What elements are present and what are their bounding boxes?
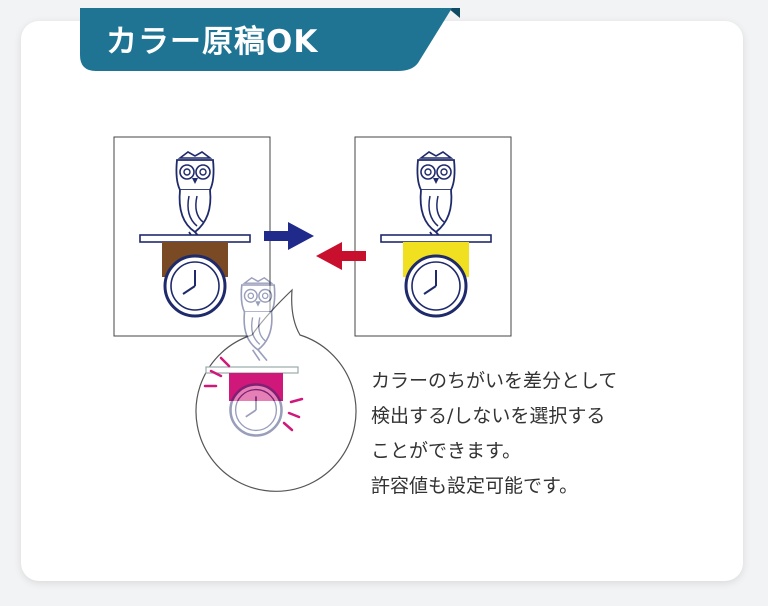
description-line: 許容値も設定可能です。: [371, 475, 579, 497]
description-text: カラーのちがいを差分として 検出する/しないを選択する ことができます。 許容値…: [371, 364, 617, 504]
right-image-frame: [354, 136, 512, 337]
arrow-right-icon: [264, 222, 314, 250]
page-title: カラー原稿OK: [106, 24, 319, 60]
title-tab: [80, 8, 460, 71]
description-line: 検出する/しないを選択する: [371, 405, 606, 427]
arrow-left-icon: [316, 242, 366, 270]
zoom-bubble: [195, 276, 357, 492]
description-line: カラーのちがいを差分として: [371, 370, 618, 392]
description-line: ことができます。: [371, 440, 522, 462]
